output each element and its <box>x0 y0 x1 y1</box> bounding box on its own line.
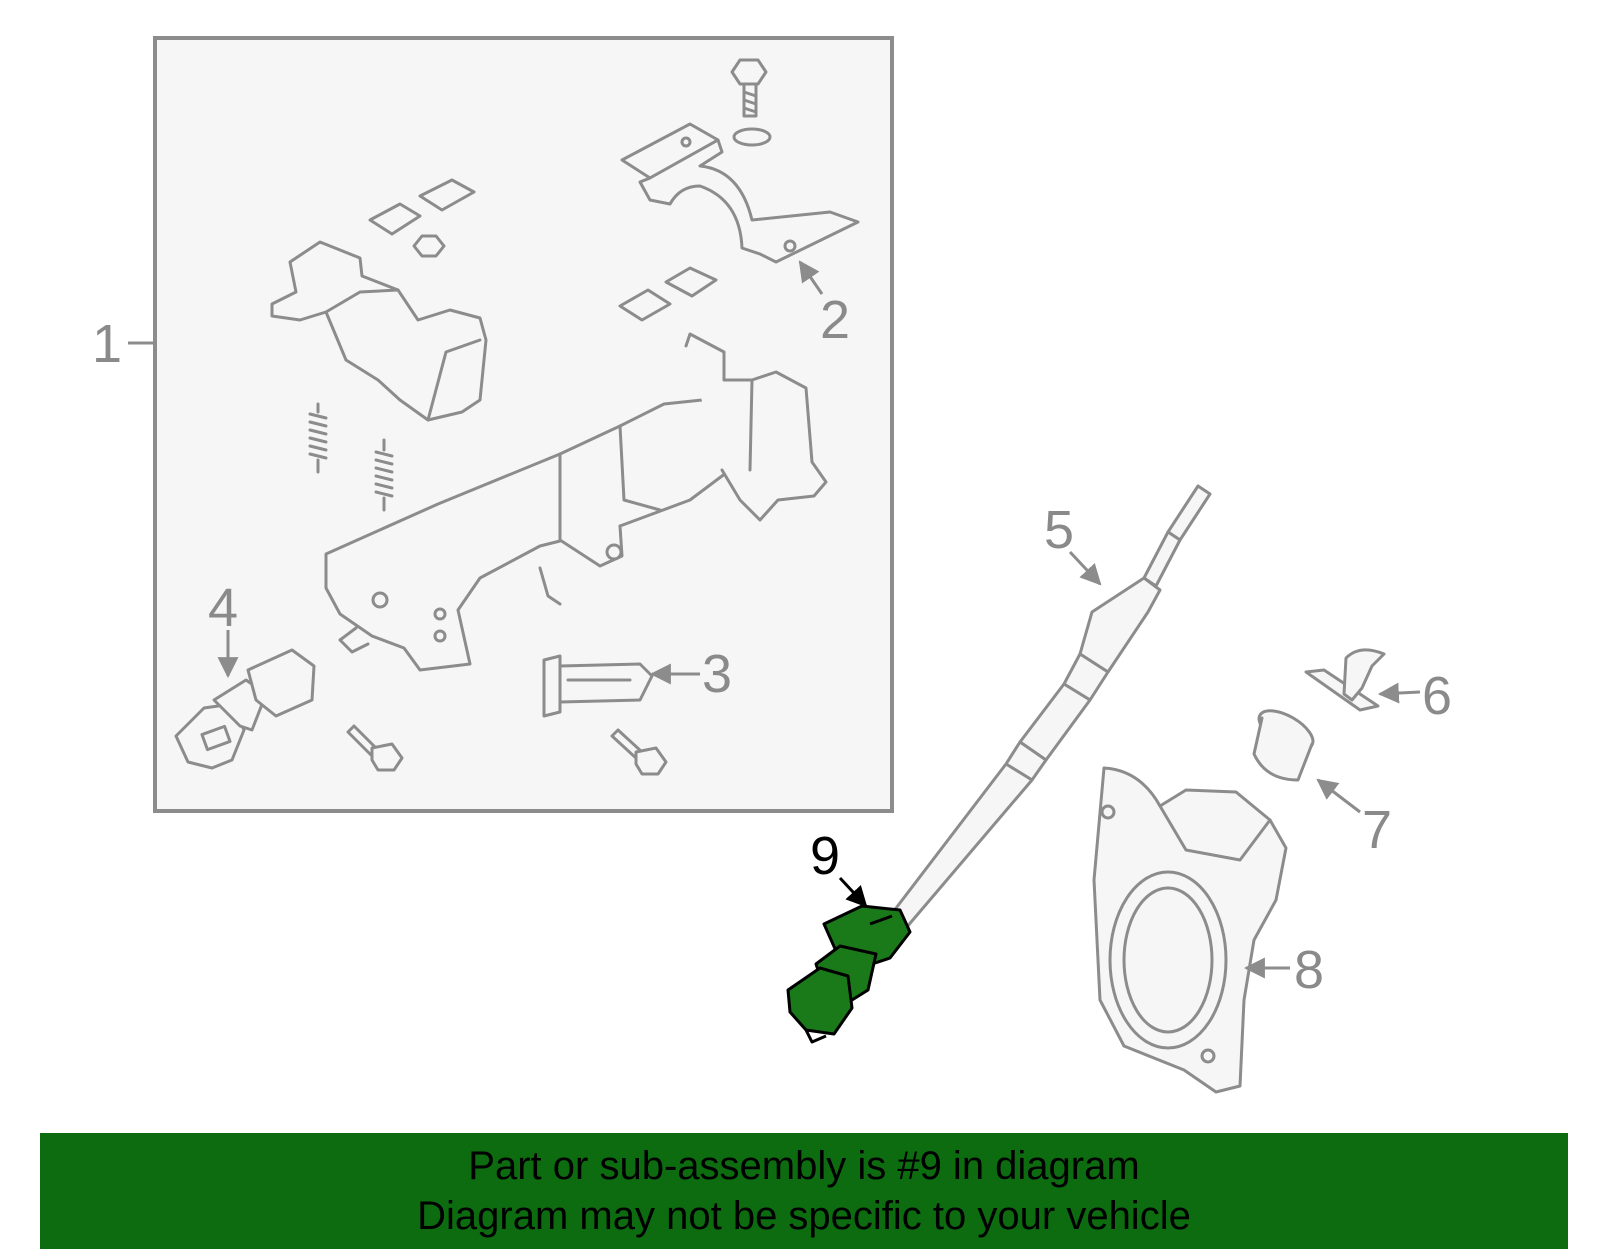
callout-9: 9 <box>810 826 840 886</box>
bolt-top <box>730 58 772 147</box>
callout-8: 8 <box>1294 940 1324 1000</box>
bracket-part-2 <box>620 122 860 264</box>
callout-5: 5 <box>1044 500 1074 560</box>
springs <box>308 402 394 512</box>
clip-part-6 <box>1304 648 1386 712</box>
callout-7: 7 <box>1362 800 1392 860</box>
upper-bracket-housing <box>270 240 488 422</box>
info-banner: Part or sub-assembly is #9 in diagram Di… <box>40 1133 1568 1249</box>
leader-9 <box>838 876 868 908</box>
ujoint-part-4 <box>174 648 316 770</box>
callout-6: 6 <box>1422 666 1452 726</box>
banner-line-1: Part or sub-assembly is #9 in diagram <box>468 1144 1140 1188</box>
column-frame <box>324 332 828 672</box>
leader-6 <box>1377 682 1421 704</box>
bolts-bottom <box>346 724 668 776</box>
callout-2: 2 <box>820 290 850 350</box>
leader-5 <box>1068 550 1102 586</box>
callout-3: 3 <box>702 644 732 704</box>
clips-group <box>368 178 718 322</box>
highlighted-part-9 <box>786 904 912 1044</box>
leader-7 <box>1316 778 1361 814</box>
leader-2 <box>798 260 824 295</box>
shaft-part-5 <box>888 484 1212 930</box>
callout-1: 1 <box>92 314 122 374</box>
callout-4: 4 <box>208 578 238 638</box>
banner-line-2: Diagram may not be specific to your vehi… <box>417 1194 1191 1238</box>
seal-part-7 <box>1252 709 1315 782</box>
bracket-part-3 <box>542 654 654 718</box>
boot-part-8 <box>1092 766 1288 1094</box>
